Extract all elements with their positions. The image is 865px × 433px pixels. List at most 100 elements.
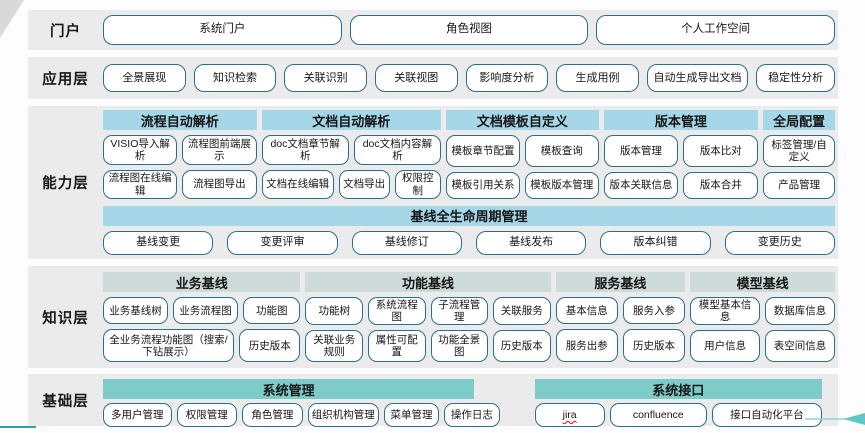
group-model-baseline: 模型基线 模型基本信息 数据库信息 用户信息 表空间信息 [690,272,835,362]
group-header: 系统管理 [103,379,475,399]
group-header: 文档自动解析 [261,110,442,131]
module-box: 模板版本管理 [524,172,599,199]
arrow-left-icon [805,413,865,425]
module-box: 流程图导出 [182,170,257,199]
group-version-mgmt: 版本管理 版本管理 版本比对 版本关联信息 版本合并 [603,110,759,199]
module-box: 表空间信息 [765,330,835,362]
module-box: 数据库信息 [765,297,835,326]
module-box: 服务出参 [555,329,618,362]
module-box: 关联服务 [493,297,551,326]
module-box: 基本信息 [555,297,618,325]
module-box: 流程图前端展示 [182,135,257,166]
layer-portal: 门户 系统门户 角色视图 个人工作空间 [28,10,838,50]
module-box: 标签管理/自定义 [763,135,835,168]
layer-capability: 能力层 流程自动解析 VISIO导入解析 流程图前端展示 流程图在线编辑 流程图… [28,106,838,259]
module-box: 产品管理 [763,172,835,199]
module-box: 角色视图 [349,15,589,45]
module-box: 影响度分析 [465,64,549,92]
layer-base: 基础层 系统管理 多用户管理 权限管理 角色管理 组织机构管理 菜单管理 操作日… [28,374,838,427]
module-box: 版本管理 [603,135,679,168]
module-box: 稳定性分析 [756,64,836,92]
module-box: 全景展现 [103,64,186,92]
module-box: 模板引用关系 [446,172,520,199]
module-box: 模板章节配置 [446,135,520,168]
group-function-baseline: 功能基线 功能树 系统流程图 子流程管理 关联服务 关联业务规则 属性可配置 功… [305,272,551,362]
jira-label: jira [562,408,577,421]
module-box: 版本合并 [683,172,759,199]
module-box: 知识检索 [193,64,277,92]
group-header: 服务基线 [555,272,686,292]
accent-line [0,426,36,428]
group-doc-parsing: 文档自动解析 doc文档章节解析 doc文档内容解析 文档在线编辑 文档导出 权… [261,110,442,199]
module-box: 流程图在线编辑 [103,170,178,199]
module-box: 基线发布 [475,230,587,255]
module-box: 业务基线树 [103,297,168,325]
module-box: 功能树 [305,297,363,326]
module-box: 版本纠错 [600,230,711,255]
module-box: 服务入参 [622,297,686,325]
layer-knowledge: 知识层 业务基线 业务基线树 业务流程图 功能图 全业务流程功能图（搜索/下钻展… [28,266,838,368]
group-header: 模型基线 [690,272,835,292]
module-box: 角色管理 [242,403,303,427]
group-header: 业务基线 [103,272,301,292]
module-box: 关联视图 [374,64,458,92]
group-header: 流程自动解析 [103,110,257,131]
module-box: 历史版本 [622,329,686,362]
module-box: 基线修订 [351,230,462,255]
group-template-custom: 文档模板自定义 模板章节配置 模板查询 模板引用关系 模板版本管理 [446,110,599,199]
layer-application: 应用层 全景展现 知识检索 关联识别 关联视图 影响度分析 生成用例 自动生成导… [28,57,838,99]
module-box: 历史版本 [239,329,301,362]
module-box: 业务流程图 [172,297,238,325]
module-box: VISIO导入解析 [103,135,178,166]
group-system-mgmt: 系统管理 多用户管理 权限管理 角色管理 组织机构管理 菜单管理 操作日志 [103,379,500,427]
module-box: 操作日志 [444,403,500,427]
module-box: 模型基本信息 [690,297,761,326]
module-box: 菜单管理 [383,403,440,427]
group-header-baseline-lifecycle: 基线全生命周期管理 [103,205,835,226]
group-header: 版本管理 [603,110,759,131]
module-box: doc文档内容解析 [353,135,442,166]
module-box: 接口自动化平台 [711,403,822,427]
module-box: 用户信息 [690,330,761,362]
module-box: 关联识别 [284,64,367,92]
group-system-interface: 系统接口 jira confluence 接口自动化平台 [534,379,822,427]
module-box: 模板查询 [524,135,599,168]
layer-label: 应用层 [42,71,89,88]
module-box: 基线变更 [103,230,214,255]
group-global-config: 全局配置 标签管理/自定义 产品管理 [763,110,835,199]
module-box: 全业务流程功能图（搜索/下钻展示） [103,329,234,362]
module-box: 多用户管理 [103,403,172,427]
module-box: confluence [609,403,707,427]
module-box: 变更评审 [227,230,338,255]
layer-label: 知识层 [42,310,89,327]
module-box: 自动生成导出文档 [646,64,749,92]
module-box: 文档在线编辑 [261,170,334,199]
module-box: 功能图 [242,297,301,325]
layer-label: 门户 [50,23,81,40]
group-header: 系统接口 [534,379,822,399]
module-box: 版本关联信息 [603,172,679,199]
layer-label: 能力层 [42,176,89,192]
group-business-baseline: 业务基线 业务基线树 业务流程图 功能图 全业务流程功能图（搜索/下钻展示） 历… [103,272,301,362]
module-box: 系统流程图 [368,297,426,326]
module-box: 文档导出 [338,170,390,199]
group-process-parsing: 流程自动解析 VISIO导入解析 流程图前端展示 流程图在线编辑 流程图导出 [103,110,257,199]
module-box: 生成用例 [556,64,639,92]
module-box: 版本比对 [683,135,759,168]
corner-decoration [0,0,24,38]
module-box: 权限管理 [176,403,238,427]
group-header: 全局配置 [763,110,835,131]
group-header: 文档模板自定义 [446,110,599,131]
module-box: 属性可配置 [368,330,426,362]
group-service-baseline: 服务基线 基本信息 服务入参 服务出参 历史版本 [555,272,686,362]
module-box: jira [534,403,605,427]
module-box: 子流程管理 [430,297,489,326]
module-box: 功能全景图 [430,330,489,362]
module-box: 关联业务规则 [305,330,363,362]
group-header: 功能基线 [305,272,551,292]
module-box: 系统门户 [103,15,342,45]
module-box: doc文档章节解析 [261,135,349,166]
module-box: 历史版本 [493,330,551,362]
layer-label: 基础层 [42,393,89,410]
